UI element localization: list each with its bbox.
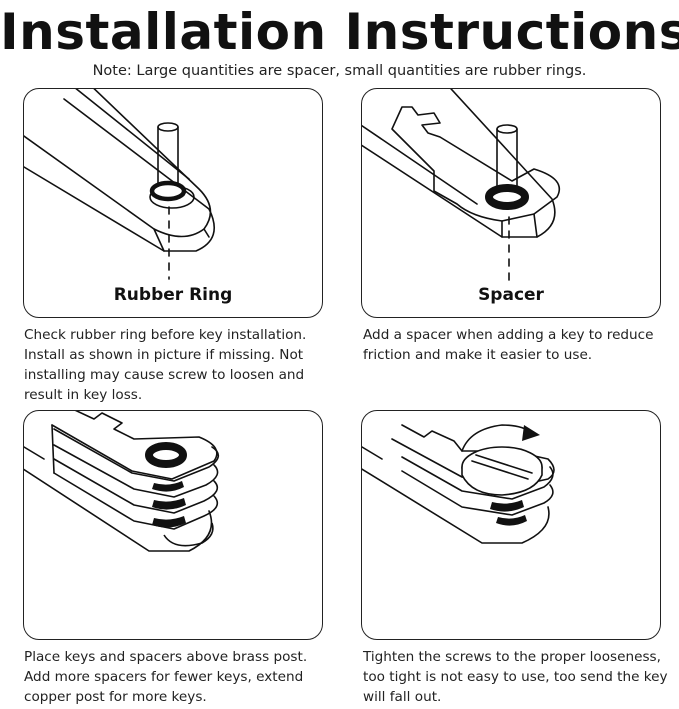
caption-line: Check rubber ring before key installatio… bbox=[24, 327, 307, 343]
step-2-panel: Spacer bbox=[361, 88, 661, 318]
key-body-lower bbox=[24, 468, 213, 552]
spacer-edge bbox=[152, 516, 186, 528]
step-1-label: Rubber Ring bbox=[113, 285, 233, 305]
spacer-ring bbox=[485, 184, 529, 210]
spacer-edge bbox=[152, 498, 186, 510]
key-body-upper bbox=[24, 89, 212, 238]
step-3-caption: Place keys and spacers above brass post.… bbox=[24, 647, 344, 707]
key-layer bbox=[53, 458, 219, 514]
caption-line: Install as shown in picture if missing. … bbox=[24, 347, 304, 363]
caption-line: Add more spacers for fewer keys, extend bbox=[24, 669, 304, 685]
caption-line: result in key loss. bbox=[24, 387, 143, 403]
step-2-caption: Add a spacer when adding a key to reduce… bbox=[363, 325, 663, 365]
caption-line: too tight is not easy to use, too send t… bbox=[363, 669, 668, 685]
key-shape bbox=[391, 106, 561, 222]
spacer-edge bbox=[490, 500, 524, 512]
key-layer bbox=[401, 456, 554, 500]
key-body-lower bbox=[362, 89, 556, 238]
step-3-panel bbox=[23, 410, 323, 640]
arrow-head-icon bbox=[522, 425, 540, 441]
stacked-keys-illustration bbox=[24, 411, 220, 552]
key-layer bbox=[53, 472, 219, 530]
key-body-lower bbox=[362, 468, 550, 544]
step-4-panel bbox=[361, 410, 661, 640]
key-layer bbox=[401, 470, 554, 516]
page-title: Installation Instructions bbox=[0, 3, 679, 61]
caption-line: installing may cause screw to loosen and bbox=[24, 367, 305, 383]
caption-line: will fall out. bbox=[363, 689, 442, 705]
caption-line: friction and make it easier to use. bbox=[363, 347, 593, 363]
page-note: Note: Large quantities are spacer, small… bbox=[92, 63, 587, 79]
brass-post bbox=[496, 128, 518, 188]
key-layer bbox=[53, 444, 219, 498]
caption-line: Place keys and spacers above brass post. bbox=[24, 649, 308, 665]
key-body-lower bbox=[24, 98, 216, 252]
rubber-ring bbox=[149, 180, 187, 202]
rubber-ring-illustration bbox=[24, 89, 216, 280]
spacer-edge bbox=[152, 481, 184, 492]
step-4-caption: Tighten the screws to the proper loosene… bbox=[363, 647, 679, 707]
brass-post bbox=[157, 126, 179, 188]
key-top bbox=[51, 411, 218, 480]
caption-line: Tighten the screws to the proper loosene… bbox=[363, 649, 661, 665]
spacer-illustration bbox=[362, 89, 561, 285]
screw-slot bbox=[471, 454, 533, 480]
key-top bbox=[391, 424, 555, 488]
step-2-label: Spacer bbox=[478, 285, 544, 305]
caption-line: copper post for more keys. bbox=[24, 689, 207, 705]
spacer-ring bbox=[145, 442, 187, 468]
caption-line: Add a spacer when adding a key to reduce bbox=[363, 327, 654, 343]
tighten-screw-illustration bbox=[362, 424, 555, 544]
step-1-caption: Check rubber ring before key installatio… bbox=[24, 325, 324, 405]
step-1-panel: Rubber Ring bbox=[23, 88, 323, 318]
spacer-edge bbox=[496, 515, 527, 526]
